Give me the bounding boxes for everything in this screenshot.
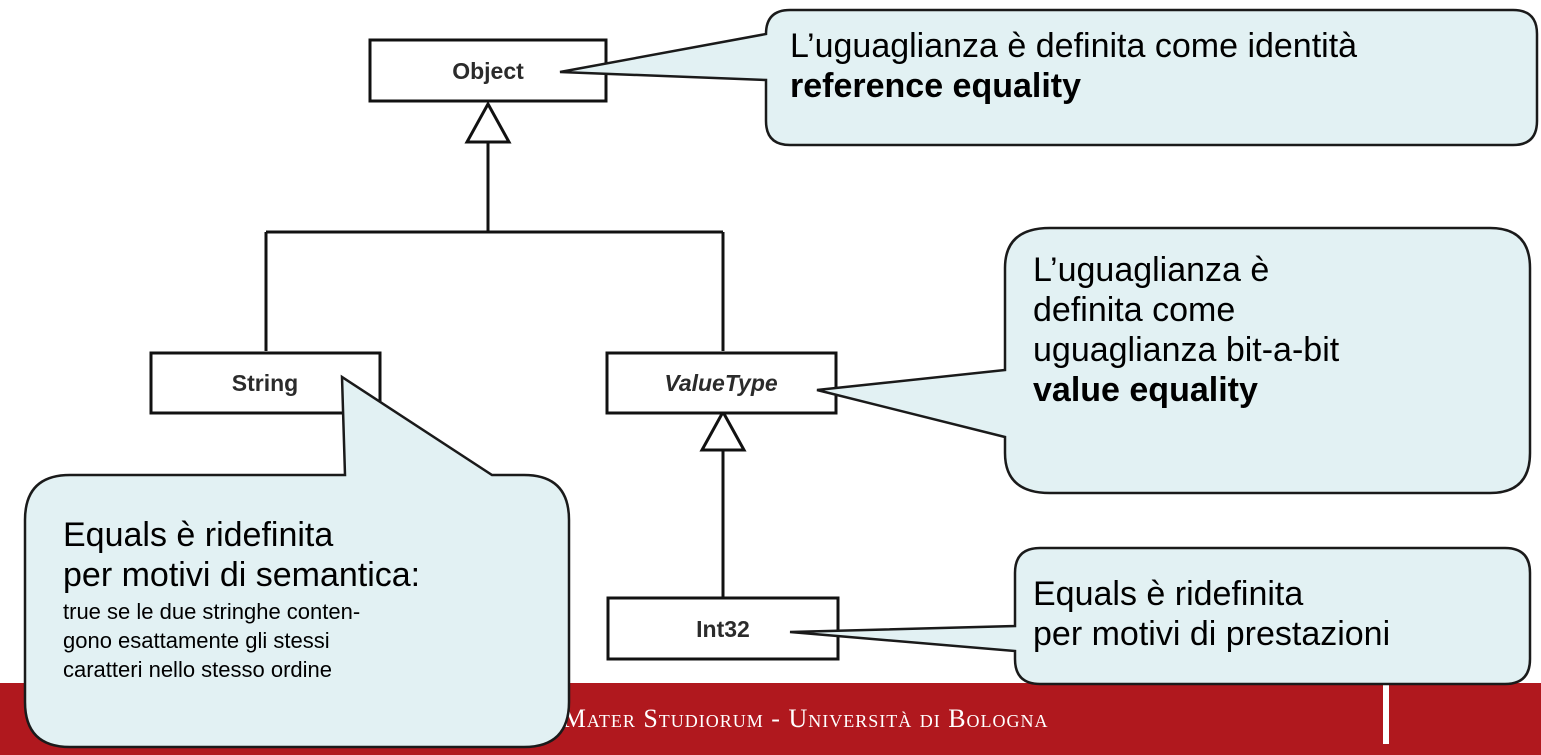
class-string-label: String bbox=[232, 370, 298, 396]
class-int32: Int32 bbox=[606, 596, 840, 661]
callout-valuetype-line-2: definita come bbox=[1033, 291, 1236, 329]
callout-valuetype-text: L’uguaglianza è definita come uguaglianz… bbox=[1033, 250, 1339, 410]
footer-university-name: Alma Mater Studiorum - Università di Bol… bbox=[0, 703, 1541, 735]
callout-valuetype-line-3: uguaglianza bit-a-bit bbox=[1033, 331, 1340, 369]
callout-object-line-2: reference equality bbox=[790, 67, 1082, 105]
class-valuetype: ValueType bbox=[605, 351, 838, 415]
callout-string-text: Equals è ridefinita per motivi di semant… bbox=[63, 515, 420, 684]
callout-valuetype-shape bbox=[816, 226, 1532, 495]
callout-string-line-1: Equals è ridefinita bbox=[63, 516, 334, 554]
footer-divider-mark bbox=[1383, 684, 1389, 744]
callout-int32-text: Equals è ridefinita per motivi di presta… bbox=[1033, 574, 1390, 654]
callout-object-text: L’uguaglianza è definita come identità r… bbox=[790, 26, 1357, 106]
callout-int32-line-1: Equals è ridefinita bbox=[1033, 575, 1304, 613]
callout-int32-shape bbox=[789, 546, 1532, 686]
class-valuetype-box bbox=[605, 351, 838, 415]
object-generalization-arrow-icon bbox=[464, 100, 512, 144]
footer-text: Alma Mater Studiorum - Università di Bol… bbox=[492, 704, 1049, 733]
callout-string-line-2: per motivi di semantica: bbox=[63, 556, 421, 594]
inheritance-connectors bbox=[264, 142, 725, 597]
valuetype-generalization-arrow-icon bbox=[699, 408, 747, 452]
callout-object-line-1: L’uguaglianza è definita come identità bbox=[790, 27, 1358, 65]
callout-string-line-5: caratteri nello stesso ordine bbox=[63, 657, 333, 682]
callout-valuetype-line-4: value equality bbox=[1033, 371, 1258, 409]
callout-string-shape bbox=[23, 374, 571, 749]
class-int32-box bbox=[606, 596, 840, 661]
class-int32-label: Int32 bbox=[696, 616, 750, 642]
class-object-label: Object bbox=[452, 58, 524, 84]
class-valuetype-label: ValueType bbox=[664, 370, 778, 396]
callout-int32-line-2: per motivi di prestazioni bbox=[1033, 615, 1391, 653]
callout-string-line-4: gono esattamente gli stessi bbox=[63, 628, 330, 653]
callout-object-shape bbox=[559, 8, 1539, 147]
callout-valuetype-line-1: L’uguaglianza è bbox=[1033, 251, 1270, 289]
callout-string-line-3: true se le due stringhe conten- bbox=[63, 599, 361, 624]
